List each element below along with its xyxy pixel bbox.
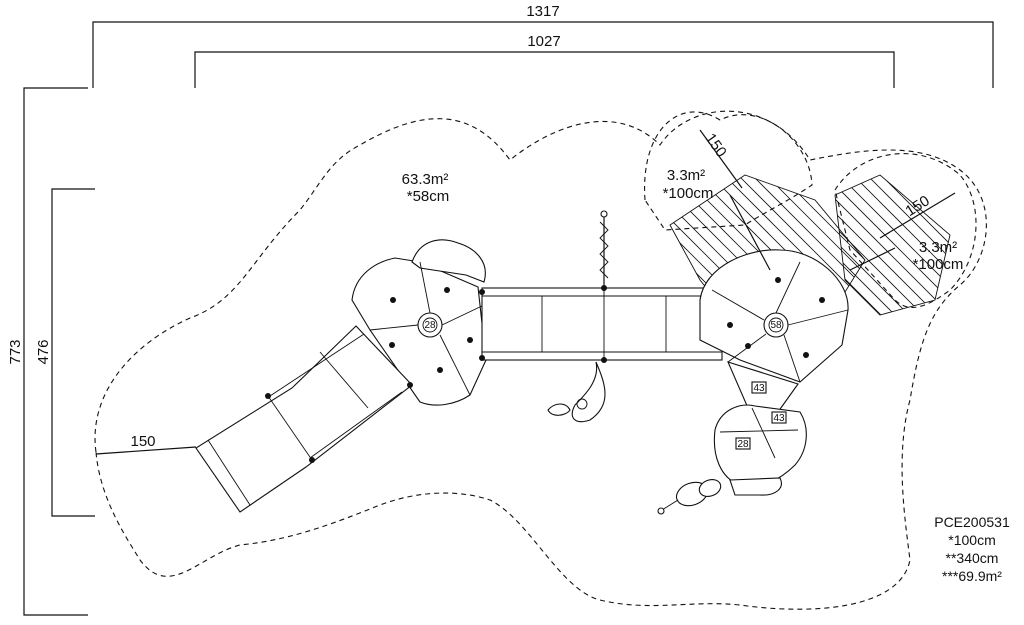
safety-zone-outline bbox=[94, 110, 987, 610]
zone-b-area-label: 3.3m² bbox=[919, 239, 957, 256]
use-zone-a-outline bbox=[644, 111, 813, 231]
overall-depth-label: 773 bbox=[7, 339, 24, 364]
bridge bbox=[479, 285, 723, 363]
use-zone-b-outline bbox=[834, 153, 977, 308]
hub-right-tag: 58 bbox=[770, 320, 782, 331]
dimension-platform-width: 1027 bbox=[194, 33, 895, 88]
zone-a-area-label: 3.3m² bbox=[667, 167, 705, 184]
zone-a-height-label: *100cm bbox=[663, 185, 714, 202]
hub-left-tag: 28 bbox=[424, 320, 436, 331]
dimension-overall-depth: 773 bbox=[7, 87, 88, 616]
dimension-zone-a: 150 bbox=[699, 129, 743, 189]
zone-b-height-label: *100cm bbox=[913, 256, 964, 273]
dimension-left-clearance: 150 bbox=[95, 433, 197, 455]
climbing-chain bbox=[599, 210, 609, 288]
panel-c-tag: 28 bbox=[737, 439, 749, 450]
main-area-label: 63.3m² bbox=[402, 171, 449, 188]
dimension-overall-width: 1317 bbox=[92, 3, 994, 88]
spring-rider bbox=[547, 361, 606, 423]
panel-b-tag: 43 bbox=[773, 413, 785, 424]
dimension-platform-depth: 476 bbox=[35, 188, 95, 517]
product-info: PCE200531 *100cm **340cm ***69.9m² bbox=[934, 514, 1010, 584]
right-platform: 58 bbox=[699, 194, 896, 383]
product-line-1: *100cm bbox=[948, 532, 995, 548]
product-line-3: ***69.9m² bbox=[942, 568, 1002, 584]
platform-depth-label: 476 bbox=[35, 339, 52, 364]
lower-tower: 43 43 28 bbox=[713, 361, 807, 496]
top-clearance-left-label: 150 bbox=[702, 130, 730, 160]
product-code: PCE200531 bbox=[934, 514, 1010, 530]
left-clearance-label: 150 bbox=[130, 433, 155, 450]
bouncy-element bbox=[657, 479, 722, 515]
main-height-label: *58cm bbox=[407, 188, 450, 205]
overall-width-label: 1317 bbox=[526, 3, 559, 20]
product-line-2: **340cm bbox=[946, 550, 999, 566]
slide bbox=[195, 325, 413, 513]
panel-a-tag: 43 bbox=[753, 383, 765, 394]
platform-width-label: 1027 bbox=[527, 33, 560, 50]
